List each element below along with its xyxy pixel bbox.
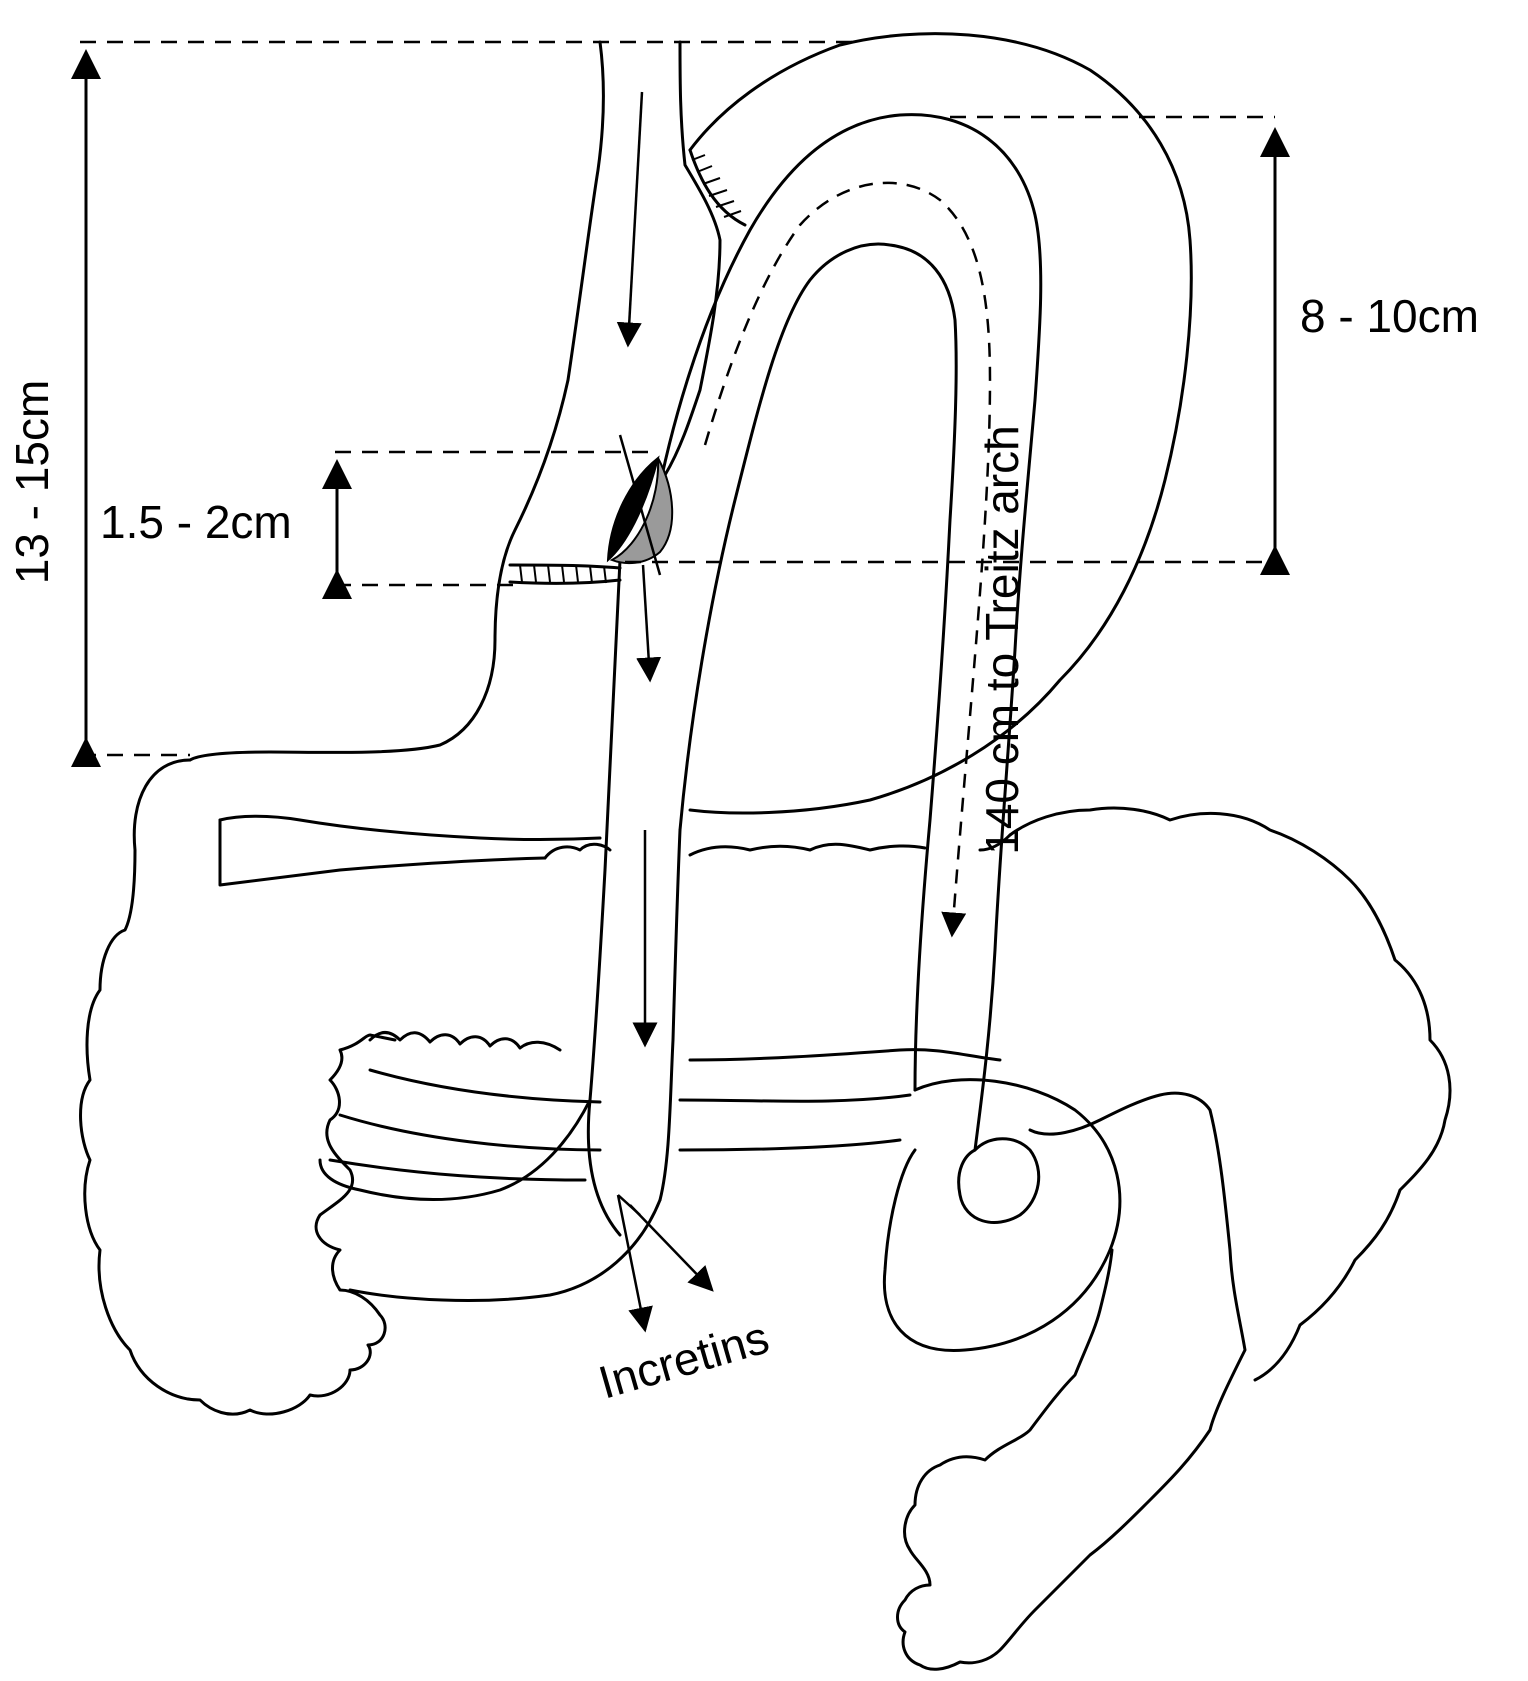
colon-descending-outline — [896, 1091, 1247, 1671]
flow-arrow-incretins-1 — [616, 1194, 653, 1333]
label-anastomosis: 1.5 - 2cm — [100, 496, 292, 548]
staple-line-lower — [508, 563, 622, 570]
colon-lower-haustra — [368, 1031, 562, 1052]
jejunum-loop-bottom-outer — [348, 1198, 662, 1302]
transverse-colon-haustra — [543, 833, 1012, 860]
colon-outline — [79, 758, 397, 1416]
colon-right-outline — [1008, 806, 1452, 1382]
label-incretins: Incretins — [593, 1311, 774, 1409]
small-bowel-band-2 — [338, 1113, 602, 1152]
colon-mid-band — [688, 1048, 1002, 1062]
label-limb-length: 140 cm to Treitz arch — [976, 425, 1028, 855]
jejunum-right-wall — [658, 828, 682, 1202]
alimentary-limb-inner — [678, 242, 958, 1092]
flow-arrow-limb-dashed — [703, 181, 992, 938]
small-bowel-band-5 — [678, 1138, 902, 1152]
flow-arrow-incretins-stem — [617, 1194, 641, 1216]
small-bowel-band-4 — [678, 1093, 912, 1103]
small-bowel-band-3 — [328, 1158, 587, 1182]
small-bowel-band-1 — [368, 1068, 602, 1104]
label-total-length: 13 - 15cm — [6, 380, 58, 585]
esophagus-right-wall — [663, 40, 722, 477]
transverse-colon-top-edge — [218, 814, 602, 841]
jejunum-left-wall — [586, 558, 622, 1237]
staple-hatch-upper — [691, 154, 742, 218]
flow-arrow-incretins-2 — [629, 1204, 714, 1292]
flow-arrow-esophagus — [616, 91, 644, 348]
label-pouch-length: 8 - 10cm — [1300, 290, 1479, 342]
remnant-stomach-outline — [688, 32, 1193, 815]
anastomosis-stoma — [606, 455, 674, 565]
transverse-colon-upper — [218, 818, 547, 887]
staple-lower-under — [508, 578, 622, 585]
esophagus-left-wall — [188, 40, 606, 762]
common-channel-spiral — [882, 1078, 1122, 1352]
jejunum-loop-bottom — [318, 1098, 592, 1201]
staple-hatch-lower — [519, 564, 607, 584]
alimentary-limb-outer — [653, 113, 1043, 1152]
flow-arrow-jejunum-1 — [636, 564, 662, 683]
flow-arrow-anastomosis-cross — [618, 434, 662, 576]
